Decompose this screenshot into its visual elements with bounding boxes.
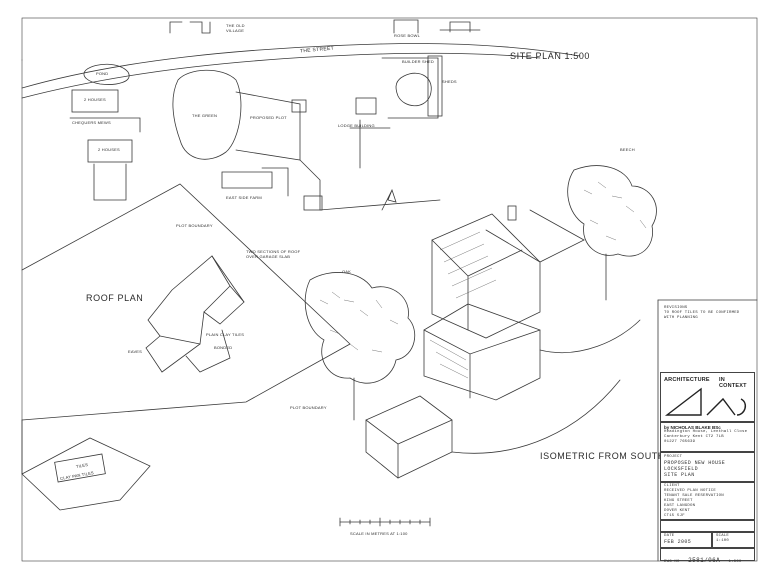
firm-addr-1: Headington House, Lenthall Close [664, 430, 748, 434]
scale-box: SCALE 1:100 [712, 532, 755, 548]
revision-line-1: REVISIONS [664, 306, 688, 310]
site-plan-title: SITE PLAN 1:500 [510, 51, 591, 61]
date-box: DATE FEB 2005 [660, 532, 712, 548]
project-line-2: LOCKSFIELD [664, 466, 699, 472]
boundary-a-label: PLOT BOUNDARY [176, 223, 213, 228]
tree-a-label: BEECH [620, 147, 635, 152]
top-label-2: VILLAGE [226, 28, 245, 33]
client-label: CLIENT [664, 484, 680, 488]
date-value: FEB 2005 [664, 539, 692, 545]
project-line-1: PROPOSED NEW HOUSE [664, 460, 726, 466]
pond-label: POND [96, 71, 109, 76]
firm-logo-box: ARCHITECTURE IN CONTEXT [660, 372, 755, 422]
client-line-5: DOVER KENT [664, 509, 691, 513]
firm-address-box: by NICHOLAS BLAKE BSc Headington House, … [660, 422, 755, 452]
isometric-title: ISOMETRIC FROM SOUTH [540, 451, 665, 461]
boundary-b-label: PLOT BOUNDARY [290, 405, 327, 410]
top-label-1: THE OLD [226, 23, 245, 28]
drawn-box: DRAWN MR SIMS AND WALLACE [660, 520, 755, 537]
bonded-label: BONDED [214, 345, 233, 350]
dwg-label: DWG NO [664, 560, 680, 564]
green-label: THE GREEN [192, 113, 218, 118]
roof-note-1: TWO SECTIONS OF ROOF [246, 249, 301, 254]
scale-value-1: 1:100 [716, 539, 730, 543]
client-line-1: RECEIVED PLAN NOTICE [664, 489, 717, 493]
roof-plan-title: ROOF PLAN [86, 293, 144, 303]
scale-label: SCALE [716, 534, 730, 538]
firm-addr-2: Canterbury Kent CT2 7LB [664, 435, 724, 439]
builder-shed-label: BUILDER SHED [402, 59, 434, 64]
project-label: PROJECT [664, 455, 683, 459]
date-label: DATE [664, 534, 675, 538]
roof-note-2: OVER GARAGE SLAB [246, 254, 291, 259]
client-line-3: KING STREET [664, 499, 693, 503]
client-line-6: CT15 5JF [664, 514, 685, 518]
houses-a-label: 2 HOUSES [84, 97, 106, 102]
revision-line-3: WITH PLANNING [664, 316, 698, 320]
firm-logo-icon [664, 387, 747, 416]
plain-clay-label: PLAIN CLAY TILES [206, 332, 245, 337]
firm-by: by NICHOLAS BLAKE BSc [664, 425, 721, 430]
firm-name-2: IN CONTEXT [719, 377, 747, 389]
client-line-4: EAST LANGDON [664, 504, 696, 508]
scale-value-2: 1:500 [728, 560, 742, 564]
revision-line-2: TO ROOF TILES TO BE CONFIRMED [664, 311, 740, 315]
sheds-label: SHEDS [442, 79, 457, 84]
firm-addr-3: 01227 765639 [664, 440, 696, 444]
lodge-label: LODGE BUILDING [338, 123, 375, 128]
project-line-3: SITE PLAN [664, 472, 695, 478]
client-box: CLIENT RECEIVED PLAN NOTICE TENANT SALE … [660, 482, 755, 520]
dwg-number: 2581/06A [688, 557, 721, 564]
project-box: PROJECT PROPOSED NEW HOUSE LOCKSFIELD SI… [660, 452, 755, 482]
firm-name-1: ARCHITECTURE [664, 377, 710, 383]
chequers-label: CHEQUERS MEWS [72, 120, 111, 125]
eaves-label: EAVES [128, 349, 143, 354]
dwg-box: DWG NO 2581/06A 1:500 [660, 548, 755, 564]
tree-b-label: OAK [342, 269, 352, 274]
houses-b-label: 2 HOUSES [98, 147, 120, 152]
revision-notes: REVISIONS TO ROOF TILES TO BE CONFIRMED … [664, 306, 756, 321]
scale-bar-label: SCALE IN METRES AT 1:100 [350, 531, 408, 536]
client-line-2: TENANT SALE RESERVATION [664, 494, 724, 498]
proposed-plot-label: PROPOSED PLOT [250, 115, 287, 120]
top-label-3: ROSE BOWL [394, 33, 421, 38]
farm-label: EAST SIDE FARM [226, 195, 262, 200]
